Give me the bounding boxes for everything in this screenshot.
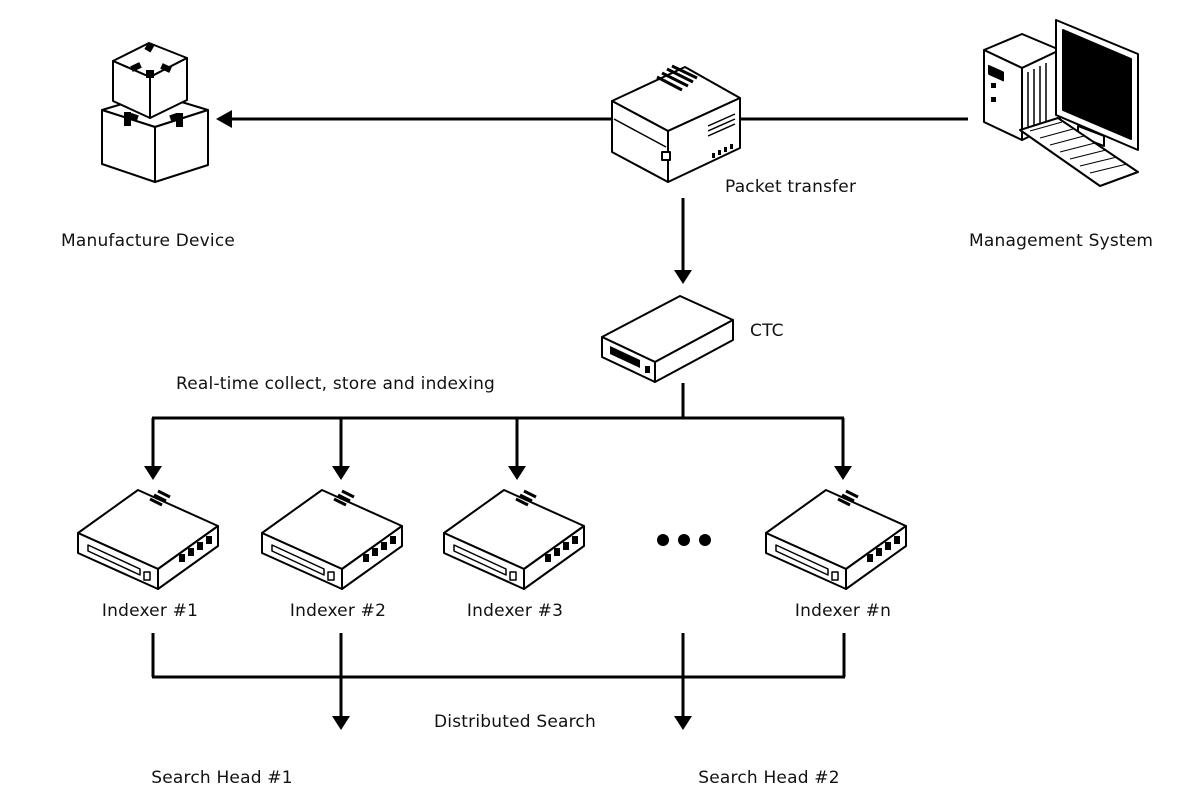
manufacture-device-label: Manufacture Device xyxy=(61,231,236,251)
indexer-label-2: Indexer #2 xyxy=(289,601,387,621)
search-head-label-1: Search Head #1 xyxy=(151,768,293,788)
packet-transfer-label: Packet transfer xyxy=(725,177,857,197)
arrow-to-search-head-1 xyxy=(332,716,350,730)
search-head-label-2: Search Head #2 xyxy=(698,768,840,788)
connectors xyxy=(144,110,968,730)
arrow-to-ctc xyxy=(674,270,692,284)
desktop-computer-icon xyxy=(983,19,1139,187)
indexer-icons xyxy=(77,489,907,590)
management-system-label: Management System xyxy=(969,231,1154,251)
network-switch-icon xyxy=(765,489,907,590)
ellipsis-icon xyxy=(657,534,711,546)
arrow-to-indexer-1 xyxy=(144,466,162,480)
network-switch-icon xyxy=(77,489,219,590)
indexer-label-n: Indexer #n xyxy=(794,601,892,621)
arrow-to-manufacture-device xyxy=(216,110,232,128)
server-box-icon xyxy=(611,64,741,183)
indexer-label-3: Indexer #3 xyxy=(466,601,564,621)
network-switch-icon xyxy=(261,489,403,590)
distributed-search-label: Distributed Search xyxy=(434,712,596,732)
arrow-to-indexer-3 xyxy=(508,466,526,480)
indexer-label-1: Indexer #1 xyxy=(101,601,199,621)
stacked-boxes-icon xyxy=(101,42,209,183)
rack-server-icon xyxy=(601,295,734,383)
realtime-indexing-label: Real-time collect, store and indexing xyxy=(176,374,496,394)
arrow-to-indexer-n xyxy=(834,466,852,480)
arrow-to-indexer-2 xyxy=(332,466,350,480)
network-switch-icon xyxy=(443,489,585,590)
arrow-to-search-head-2 xyxy=(674,716,692,730)
ctc-label: CTC xyxy=(750,321,784,341)
